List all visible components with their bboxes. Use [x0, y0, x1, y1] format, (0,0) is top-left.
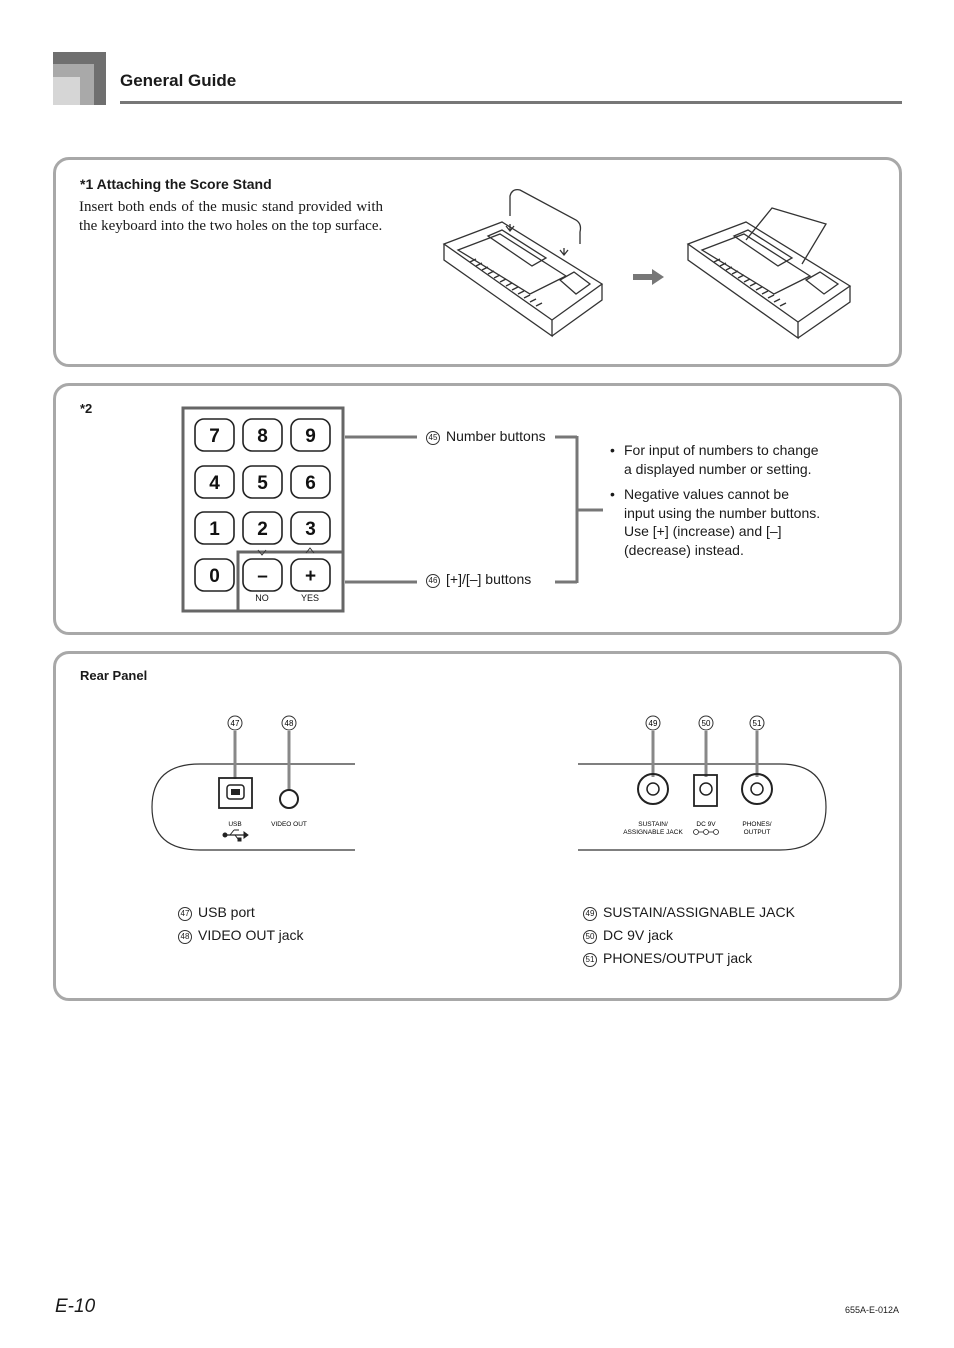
- rear-left-list: 47 USB port 48 VIDEO OUT jack: [178, 901, 304, 947]
- key-5-button[interactable]: [242, 465, 283, 499]
- usb-label: USB: [228, 821, 241, 828]
- score-stand-panel: [53, 157, 902, 367]
- key-3-button[interactable]: [290, 511, 331, 545]
- usb-port: [218, 777, 253, 809]
- item-number: 49: [583, 907, 597, 921]
- video-out-label: VIDEO OUT: [271, 821, 307, 828]
- list-item: 51 PHONES/OUTPUT jack: [583, 947, 795, 970]
- keyboard-after-illustration: [686, 207, 852, 340]
- key-1-button[interactable]: [194, 511, 235, 545]
- callout-plus-minus-buttons: 46 [+]/[–] buttons: [426, 571, 536, 588]
- key-2-button[interactable]: [242, 511, 283, 545]
- keyboard-before-illustration: [442, 188, 604, 338]
- marker-video-out: 48: [285, 719, 294, 728]
- minus-button[interactable]: [242, 558, 283, 592]
- callout-connectors: [345, 435, 603, 584]
- note-marker: *2: [80, 401, 93, 416]
- page-title: General Guide: [120, 71, 237, 90]
- item-number: 48: [178, 930, 192, 944]
- item-label: VIDEO OUT jack: [198, 927, 304, 943]
- score-stand-title: *1 Attaching the Score Stand: [80, 176, 272, 192]
- list-item: 50 DC 9V jack: [583, 924, 795, 947]
- document-code: 655A-E-012A: [845, 1305, 900, 1315]
- key-6-button-label: 6: [305, 473, 316, 494]
- rear-panel-diagram: 47 48 USB VIDEO OUT 49 50 51 SUSTAIN/ AS…: [151, 715, 827, 851]
- dc-label: DC 9V: [696, 821, 716, 828]
- note-item: Negative values cannot be input using th…: [608, 485, 823, 559]
- phones-label-1: PHONES/: [742, 821, 771, 828]
- score-stand-text: Insert both ends of the music stand prov…: [79, 199, 383, 234]
- score-stand-illustration: [442, 188, 852, 340]
- minus-button-label: –: [257, 566, 268, 587]
- callout-number: 46: [426, 574, 440, 588]
- list-item: 49 SUSTAIN/ASSIGNABLE JACK: [583, 901, 795, 924]
- item-label: SUSTAIN/ASSIGNABLE JACK: [603, 904, 795, 920]
- rear-panel-title: Rear Panel: [80, 668, 148, 683]
- key-1-button-label: 1: [209, 519, 220, 540]
- item-label: USB port: [198, 904, 255, 920]
- key-6-button[interactable]: [290, 465, 331, 499]
- key-0-button-label: 0: [209, 566, 220, 587]
- dc-jack: [693, 774, 718, 807]
- key-3-button-label: 3: [305, 519, 316, 540]
- phones-label-2: OUTPUT: [744, 829, 771, 836]
- marker-dc: 50: [702, 719, 711, 728]
- key-7-button[interactable]: [194, 418, 235, 452]
- item-number: 47: [178, 907, 192, 921]
- page-number: E-10: [55, 1296, 96, 1317]
- key-5-button-label: 5: [257, 473, 268, 494]
- item-number: 50: [583, 930, 597, 944]
- list-item: 47 USB port: [178, 901, 304, 924]
- callout-number-buttons: 45 Number buttons: [426, 428, 550, 445]
- key-7-button-label: 7: [209, 426, 220, 447]
- plus-button-label: +: [305, 566, 316, 587]
- key-8-button[interactable]: [242, 418, 283, 452]
- key-9-button-label: 9: [305, 426, 316, 447]
- note-item: For input of numbers to change a display…: [608, 441, 823, 478]
- no-label: NO: [255, 593, 269, 603]
- callout-label: [+]/[–] buttons: [446, 571, 532, 587]
- number-buttons-notes: For input of numbers to change a display…: [608, 441, 823, 566]
- header-rule: [120, 101, 902, 104]
- list-item: 48 VIDEO OUT jack: [178, 924, 304, 947]
- keys-after: [713, 258, 787, 307]
- marker-phones: 51: [753, 719, 762, 728]
- marker-usb: 47: [231, 719, 240, 728]
- yes-label: YES: [301, 593, 319, 603]
- key-4-button[interactable]: [194, 465, 235, 499]
- usb-icon: [222, 829, 249, 842]
- polarity-icon: [693, 829, 719, 835]
- item-label: DC 9V jack: [603, 927, 674, 943]
- arrow-right-icon: [633, 269, 664, 285]
- key-2-button-label: 2: [257, 519, 268, 540]
- key-8-button-label: 8: [257, 426, 268, 447]
- callout-number: 45: [426, 431, 440, 445]
- rear-panel-box: [53, 651, 902, 1001]
- callout-label: Number buttons: [446, 428, 546, 444]
- keys-before: [469, 258, 543, 307]
- numeric-keypad: 7 8 9 4 5 6 1 2 3 0 – + NO YES: [181, 406, 345, 613]
- item-label: PHONES/OUTPUT jack: [603, 950, 753, 966]
- section-marker-graphic: [53, 52, 106, 105]
- phones-jack: [741, 773, 773, 805]
- key-9-button[interactable]: [290, 418, 331, 452]
- sustain-label-2: ASSIGNABLE JACK: [623, 829, 683, 836]
- video-out-jack: [279, 789, 299, 809]
- marker-sustain: 49: [649, 719, 658, 728]
- item-number: 51: [583, 953, 597, 967]
- sustain-label-1: SUSTAIN/: [638, 821, 668, 828]
- rear-right-list: 49 SUSTAIN/ASSIGNABLE JACK 50 DC 9V jack 5…: [583, 901, 795, 970]
- key-0-button[interactable]: [194, 558, 235, 592]
- key-4-button-label: 4: [209, 473, 220, 494]
- number-buttons-panel: [53, 383, 902, 635]
- plus-button[interactable]: [290, 558, 331, 592]
- sustain-jack: [637, 773, 669, 805]
